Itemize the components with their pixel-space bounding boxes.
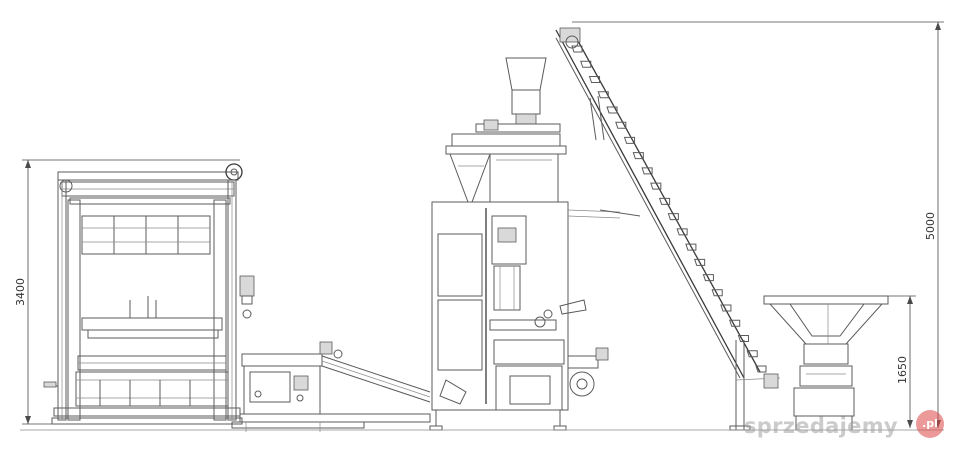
elevator-bucket <box>729 319 741 327</box>
vertical-packing-machine <box>429 57 621 431</box>
watermark-badge: .pl <box>916 410 944 438</box>
dimension-3400: 3400 <box>14 159 240 425</box>
elevator-bucket <box>720 304 732 312</box>
dimension-label-3400: 3400 <box>14 278 27 306</box>
elevator-bucket <box>737 335 749 343</box>
dimension-label-1650: 1650 <box>896 356 909 384</box>
elevator-bucket <box>658 197 671 205</box>
elevator-bucket <box>711 289 723 297</box>
elevator-bucket <box>650 182 662 190</box>
elevator-bucket <box>702 274 714 282</box>
dimension-1650: 1650 <box>888 295 916 428</box>
elevator-bucket <box>588 75 601 83</box>
left-frame-unit <box>43 163 255 425</box>
feed-hopper <box>763 295 889 430</box>
watermark-text: sprzedajemy <box>744 414 898 438</box>
elevator-buckets <box>571 45 767 373</box>
elevator-bucket <box>667 213 679 221</box>
elevator-bucket <box>623 136 636 144</box>
elevator-bucket <box>571 45 583 53</box>
elevator-bucket <box>597 91 609 99</box>
feed-conveyor-unit <box>231 341 431 432</box>
elevator-bucket <box>693 258 706 266</box>
elevator-bucket <box>580 60 592 68</box>
elevator-bucket <box>606 106 618 114</box>
elevator-bucket <box>641 167 653 175</box>
elevator-bucket <box>685 243 697 251</box>
elevator-bucket <box>746 350 758 358</box>
elevator-bucket <box>615 121 627 129</box>
watermark: sprzedajemy .pl <box>744 408 950 444</box>
bucket-elevator <box>555 27 781 431</box>
elevator-bucket <box>676 228 688 236</box>
elevator-bucket <box>755 365 767 373</box>
elevator-bucket <box>632 152 644 160</box>
dimension-label-5000: 5000 <box>924 212 937 240</box>
